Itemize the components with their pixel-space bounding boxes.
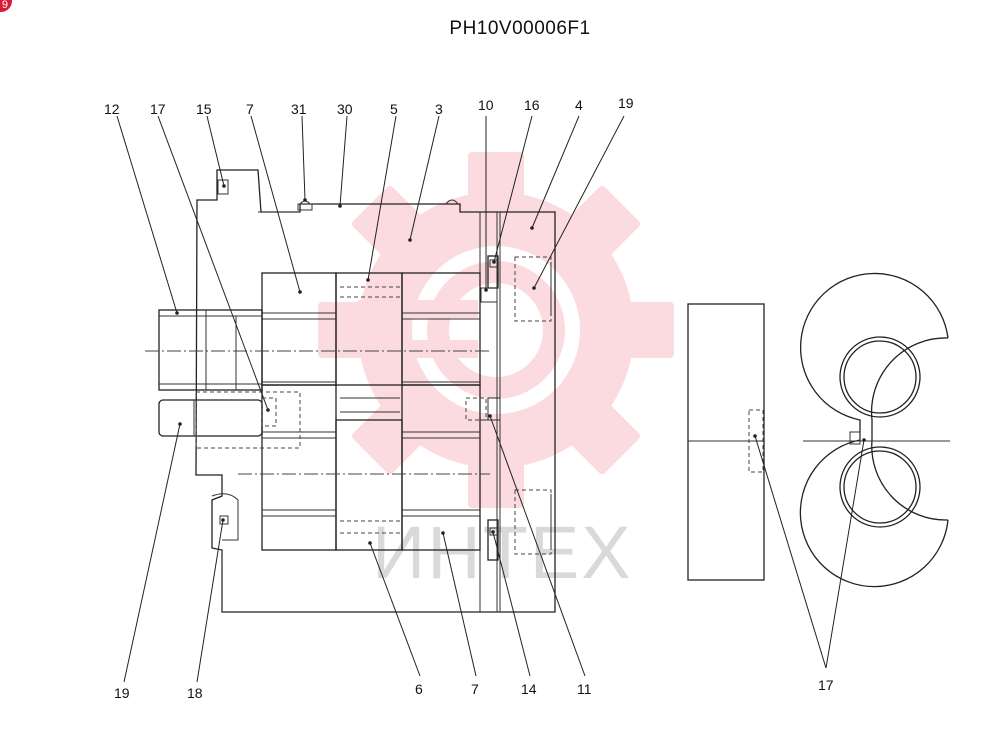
- callout-top-7: 5: [390, 101, 398, 117]
- callout-bottom-3: 6: [415, 681, 423, 697]
- callout-top-10: 16: [524, 97, 540, 113]
- callout-side: 17: [818, 677, 834, 693]
- callout-top-12: 19: [618, 95, 634, 111]
- callout-bottom-2: 18: [187, 685, 203, 701]
- callout-top-6: 30: [337, 101, 353, 117]
- end-view-rings: [799, 272, 950, 588]
- callout-top-11: 4: [575, 97, 583, 113]
- watermark-text: ИНТЕХ: [372, 511, 633, 594]
- callout-top-3: 15: [196, 101, 212, 117]
- side-view-block: [687, 303, 765, 581]
- input-shaft: [158, 309, 263, 391]
- callout-top-8: 3: [435, 101, 443, 117]
- callout-top-1: 12: [104, 101, 120, 117]
- callout-top-9: 10: [478, 97, 494, 113]
- lower-gear-block: [261, 384, 481, 551]
- leader-lines: [116, 115, 866, 683]
- callout-bottom-5: 14: [521, 681, 537, 697]
- callout-labels: 12 17 15 7 31 30 5 3 10 16 4 19 19 18 6 …: [104, 95, 834, 701]
- lower-shaft: [158, 391, 301, 449]
- watermark-gear-logo: [318, 152, 674, 508]
- valve-plate-detail: [465, 255, 501, 561]
- callout-bottom-6: 11: [577, 681, 592, 697]
- callout-top-4: 7: [246, 101, 254, 117]
- callout-bottom-1: 19: [114, 685, 130, 701]
- callout-bottom-4: 7: [471, 681, 479, 697]
- rear-cover-ports: [514, 256, 552, 555]
- callout-top-2: 17: [150, 101, 166, 117]
- part-number-title: PH10V00006F1: [449, 18, 591, 39]
- callout-top-5: 31: [291, 101, 307, 117]
